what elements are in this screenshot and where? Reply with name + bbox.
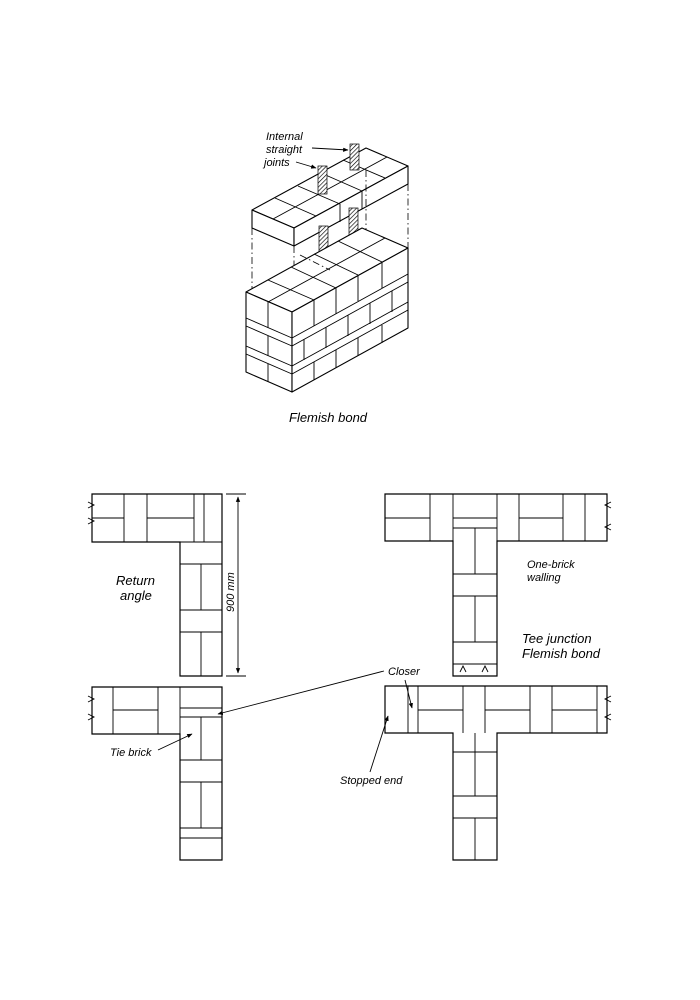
straight-joint-top-left <box>317 165 328 195</box>
straight-joint-top-right <box>349 143 360 171</box>
closer-arrow-right <box>404 679 413 709</box>
internal-joints-label-1: Internal <box>266 131 303 143</box>
joints-arrow-right <box>311 147 349 152</box>
closer-label: Closer <box>388 666 421 678</box>
return-angle-label-1: Return <box>116 573 155 588</box>
internal-joints-label-2: straight <box>266 144 303 156</box>
tie-brick-arrow <box>157 733 193 751</box>
tee-junction-plan-top <box>384 493 612 677</box>
tee-junction-plan-bottom <box>384 685 612 861</box>
tee-junction-label-2: Flemish bond <box>522 646 601 661</box>
stopped-end-arrow <box>369 715 389 773</box>
closer-arrow-left <box>217 670 385 715</box>
return-angle-label-2: angle <box>120 588 152 603</box>
flemish-bond-caption: Flemish bond <box>289 410 368 425</box>
stopped-end-label: Stopped end <box>340 775 403 787</box>
return-angle-plan-bottom <box>87 686 223 861</box>
joints-arrow-left <box>295 161 317 169</box>
internal-joints-label-3: joints <box>262 157 290 169</box>
main-wall <box>245 227 409 393</box>
dimension-label: 900 mm <box>225 572 237 612</box>
tie-brick-label: Tie brick <box>110 747 152 759</box>
flemish-bond-isometric <box>245 143 409 393</box>
one-brick-label-1: One-brick <box>527 559 575 571</box>
return-angle-plan-top <box>87 493 223 677</box>
dimension-900mm: 900 mm <box>225 493 246 677</box>
tee-junction-label-1: Tee junction <box>522 631 592 646</box>
one-brick-label-2: walling <box>527 572 562 584</box>
